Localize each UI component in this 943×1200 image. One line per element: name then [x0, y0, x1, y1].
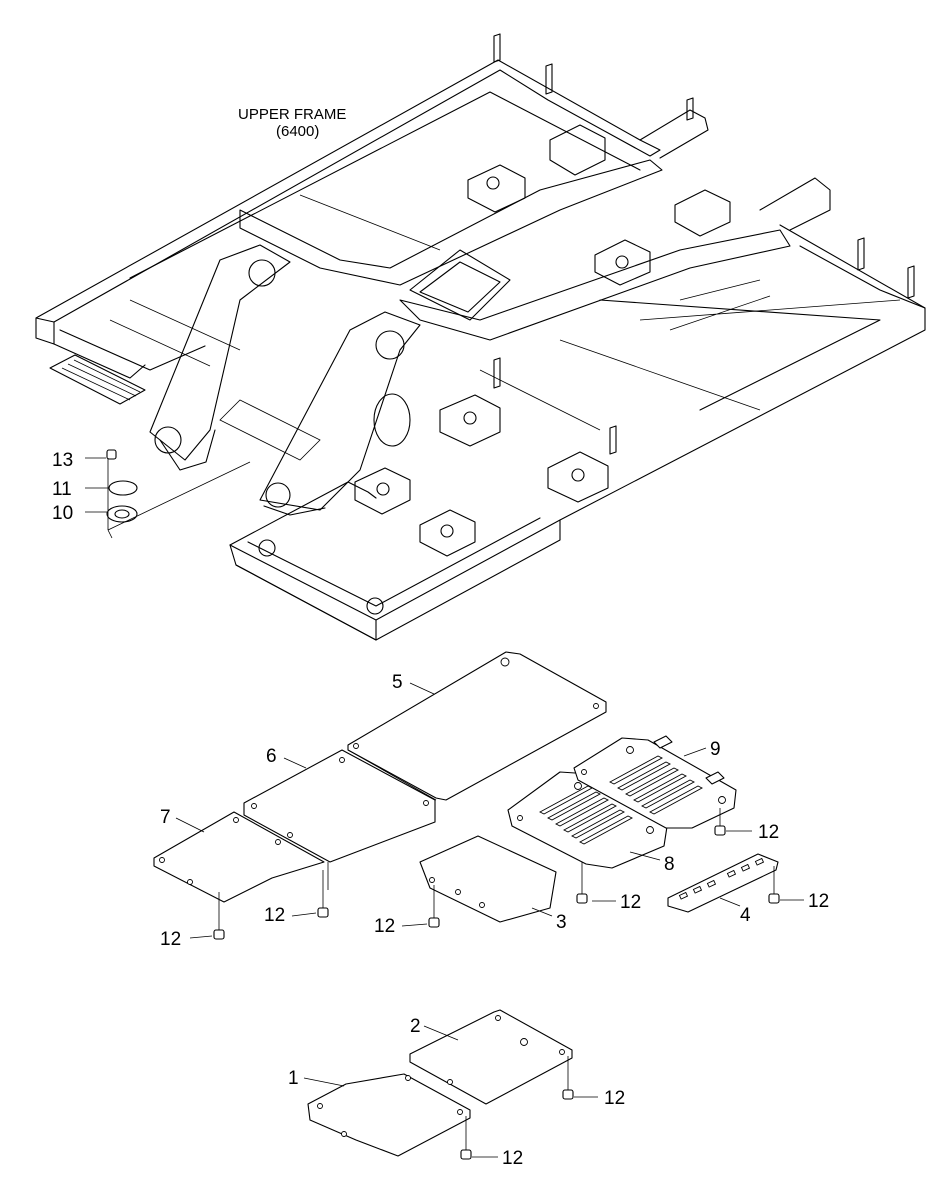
- cover-9: [573, 735, 737, 829]
- cover-8: [507, 771, 669, 869]
- callout-11: 11: [52, 479, 72, 500]
- bolt-icon: [768, 866, 780, 904]
- callout-6: 6: [266, 746, 277, 767]
- bolt-icon: [428, 885, 440, 928]
- bolt-icon: [460, 1116, 472, 1160]
- callout-8: 8: [664, 854, 675, 875]
- cover-2: [409, 1009, 573, 1105]
- callout-7: 7: [160, 807, 171, 828]
- upper-frame: UPPER FRAME (6400): [35, 33, 926, 641]
- callout-labels: 5 6 7 9 8 3 4 2 1 13 11 10 12 12 12 12 1…: [52, 450, 829, 1169]
- callout-12: 12: [160, 929, 181, 950]
- callout-5: 5: [392, 672, 403, 693]
- frame-title: UPPER FRAME: [238, 106, 346, 123]
- cover-5: [347, 651, 607, 801]
- grille-9: [609, 755, 703, 815]
- callout-10: 10: [52, 503, 73, 524]
- bolt-icon: [576, 862, 588, 904]
- bolt-icon: [562, 1056, 574, 1100]
- callout-12: 12: [264, 905, 285, 926]
- bolts-12: [189, 808, 804, 1160]
- callout-12: 12: [502, 1148, 523, 1169]
- callout-12: 12: [808, 891, 829, 912]
- cover-6: [243, 749, 436, 890]
- slots-4: [678, 857, 765, 900]
- frame-code: (6400): [276, 123, 319, 140]
- cover-3: [419, 835, 557, 923]
- cover-7: [153, 811, 325, 903]
- grille-8: [539, 785, 633, 845]
- callout-12: 12: [374, 916, 395, 937]
- callout-13: 13: [52, 450, 73, 471]
- cover-1: [307, 1073, 471, 1157]
- callout-4: 4: [740, 905, 751, 926]
- callout-12: 12: [620, 892, 641, 913]
- cover-4: [667, 853, 779, 913]
- leaders: [175, 682, 741, 1087]
- callout-2: 2: [410, 1016, 421, 1037]
- callout-1: 1: [288, 1068, 299, 1089]
- bolt-icon: [213, 892, 225, 940]
- bolt-icon: [714, 808, 726, 836]
- bolt-icon: [317, 870, 329, 918]
- callout-9: 9: [710, 739, 721, 760]
- callout-12: 12: [758, 822, 779, 843]
- cover-assembly-10-11-13: [85, 449, 251, 539]
- callout-3: 3: [556, 912, 567, 933]
- callout-12: 12: [604, 1088, 625, 1109]
